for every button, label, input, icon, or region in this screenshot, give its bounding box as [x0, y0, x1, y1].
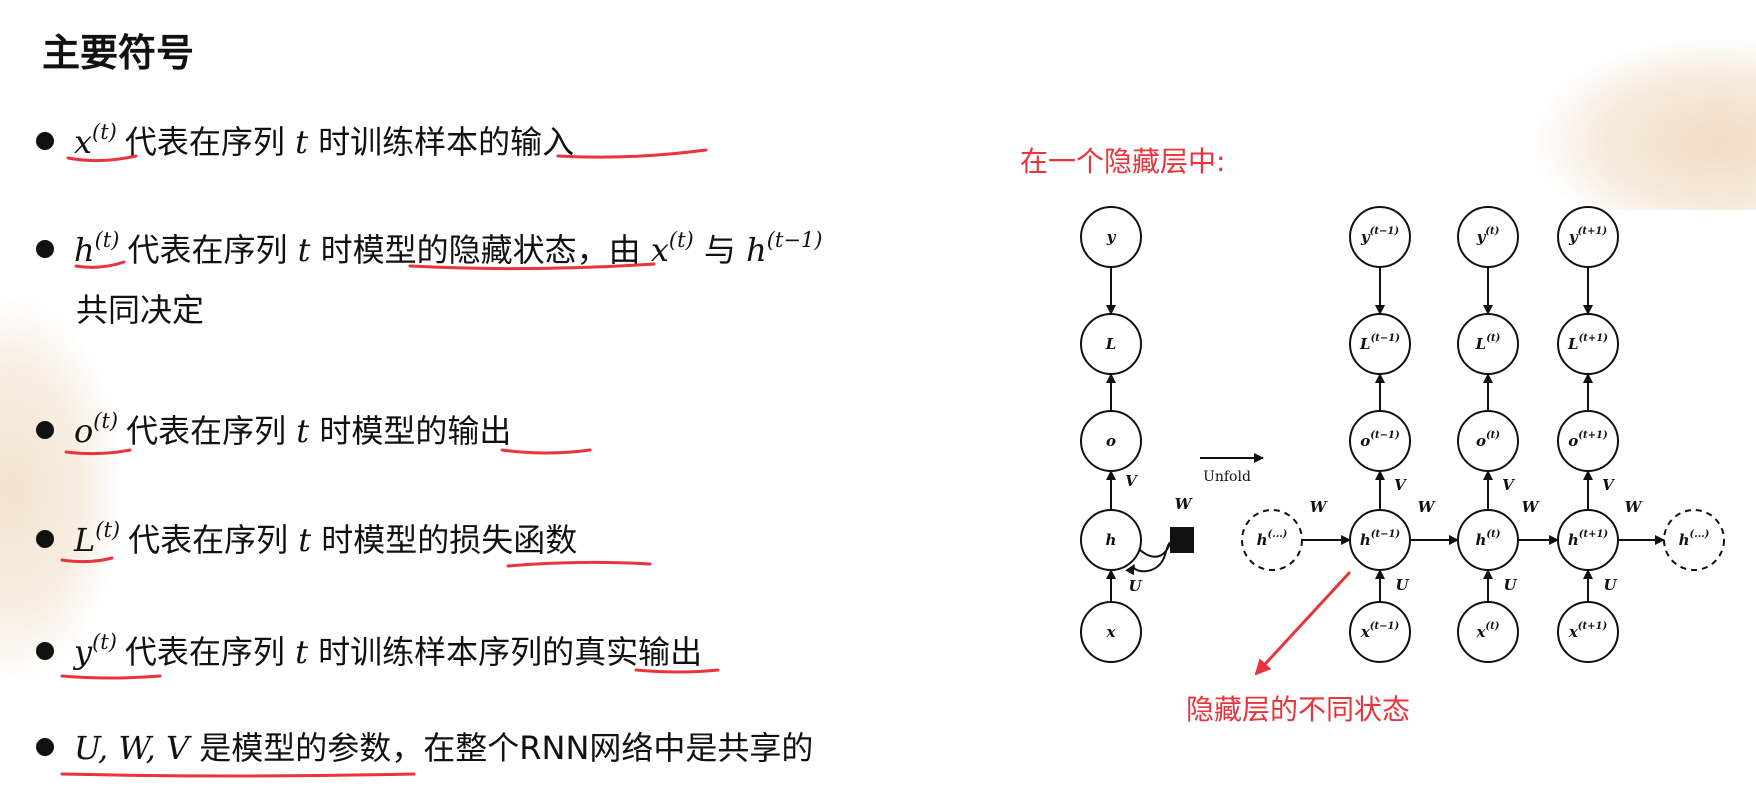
bullet-dot-icon: [36, 738, 54, 756]
folded-node-h-label: h: [1106, 531, 1117, 549]
unfolded-label-U-0: U: [1395, 576, 1409, 594]
symbol-h: h(t): [74, 228, 120, 269]
symbol-L: L(t): [74, 518, 121, 559]
unfolded-label-U-2: U: [1603, 576, 1617, 594]
unfolded-node-y-1-label: y(t): [1476, 226, 1500, 247]
unfolded-node-h-end-label: h(...): [1679, 529, 1710, 550]
bullet-dot-icon: [36, 240, 54, 258]
symbol-uwv: U, W, V: [74, 729, 190, 767]
annotation-label: 隐藏层的不同状态: [1186, 693, 1411, 726]
unfolded-node-h-1: [1457, 509, 1519, 571]
unfolded-node-h-0-label: h(t−1): [1360, 529, 1401, 550]
bullet-dot-icon: [36, 132, 54, 150]
bullet-L: L(t)代表在序列 t 时模型的损失函数: [36, 502, 577, 568]
symbol-o: o(t): [74, 409, 119, 450]
unfolded-node-h-start: [1241, 509, 1303, 571]
unfolded-label-V-1: V: [1502, 476, 1515, 494]
unfolded-node-y-0-label: y(t−1): [1360, 226, 1399, 247]
unfolded-node-x-1-label: x(t): [1475, 621, 1499, 642]
bullet-dot-icon: [36, 421, 54, 439]
unfolded-label-W-2: W: [1522, 498, 1541, 516]
unfolded-label-W-3: W: [1625, 498, 1644, 516]
unfolded-node-x-2: [1557, 601, 1619, 663]
bullet-dot-icon: [36, 530, 54, 548]
folded-label-U: U: [1128, 577, 1142, 595]
folded-label-V: V: [1125, 472, 1138, 490]
unfolded-node-y-2-label: y(t+1): [1568, 226, 1607, 247]
diagram-heading: 在一个隐藏层中:: [1020, 145, 1226, 178]
unfolded-node-L-1: [1457, 313, 1519, 375]
symbol-y: y(t): [74, 630, 117, 671]
bullet-dot-icon: [36, 642, 54, 660]
folded-node-y-label: y: [1106, 228, 1117, 246]
bullet-params: U, W, V 是模型的参数，在整个RNN网络中是共享的: [36, 720, 813, 776]
unfolded-node-h-start-label: h(...): [1257, 529, 1288, 550]
bullet-h-continuation: 共同决定: [76, 291, 205, 329]
bullet-h: h(t)代表在序列 t 时模型的隐藏状态，由 x(t) 与 h(t−1): [36, 212, 822, 278]
unfolded-node-L-1-label: L(t): [1475, 333, 1501, 354]
unfolded-node-o-2-label: o(t+1): [1568, 430, 1608, 451]
folded-label-W: W: [1175, 495, 1194, 513]
unfolded-node-L-0-label: L(t−1): [1359, 333, 1400, 354]
page-title: 主要符号: [42, 31, 195, 75]
unfolded-node-h-1-label: h(t): [1476, 529, 1501, 550]
unfolded-node-o-1-label: o(t): [1476, 430, 1500, 451]
unfolded-node-y-1: [1457, 206, 1519, 268]
unfolded-node-h-end: [1663, 509, 1725, 571]
unfolded-label-V-2: V: [1602, 476, 1615, 494]
unfolded-label-W-0: W: [1310, 498, 1329, 516]
unfolded-node-x-0-label: x(t−1): [1360, 621, 1400, 642]
unfold-label: Unfold: [1203, 469, 1251, 485]
unfolded-node-y-2: [1557, 206, 1619, 268]
unfolded-label-V-0: V: [1394, 476, 1407, 494]
unfolded-label-U-1: U: [1503, 576, 1517, 594]
unfolded-node-o-1: [1457, 410, 1519, 472]
unfolded-node-L-2: [1557, 313, 1619, 375]
folded-self-loop: [1125, 541, 1171, 576]
unfolded-node-x-2-label: x(t+1): [1568, 621, 1608, 642]
folded-node-L-label: L: [1105, 335, 1117, 353]
unfolded-node-o-0-label: o(t−1): [1360, 430, 1400, 451]
unfolded-node-o-0: [1349, 410, 1411, 472]
folded-w-square: [1170, 527, 1194, 553]
unfolded-node-L-2-label: L(t+1): [1567, 333, 1608, 354]
unfolded-node-h-2-label: h(t+1): [1568, 529, 1609, 550]
folded-node-x-label: x: [1106, 623, 1117, 641]
bullet-x: x(t)代表在序列 t 时训练样本的输入: [36, 104, 574, 170]
unfolded-node-y-0: [1349, 206, 1411, 268]
unfolded-node-o-2: [1557, 410, 1619, 472]
annotation-arrow: [1254, 570, 1352, 676]
unfolded-label-W-1: W: [1418, 498, 1437, 516]
symbol-x: x(t): [74, 120, 117, 161]
folded-node-o-label: o: [1106, 432, 1116, 450]
unfolded-node-x-0: [1349, 601, 1411, 663]
bullet-o: o(t)代表在序列 t 时模型的输出: [36, 393, 511, 459]
unfolded-node-x-1: [1457, 601, 1519, 663]
bullet-y: y(t)代表在序列 t 时训练样本序列的真实输出: [36, 614, 702, 680]
unfolded-node-L-0: [1349, 313, 1411, 375]
